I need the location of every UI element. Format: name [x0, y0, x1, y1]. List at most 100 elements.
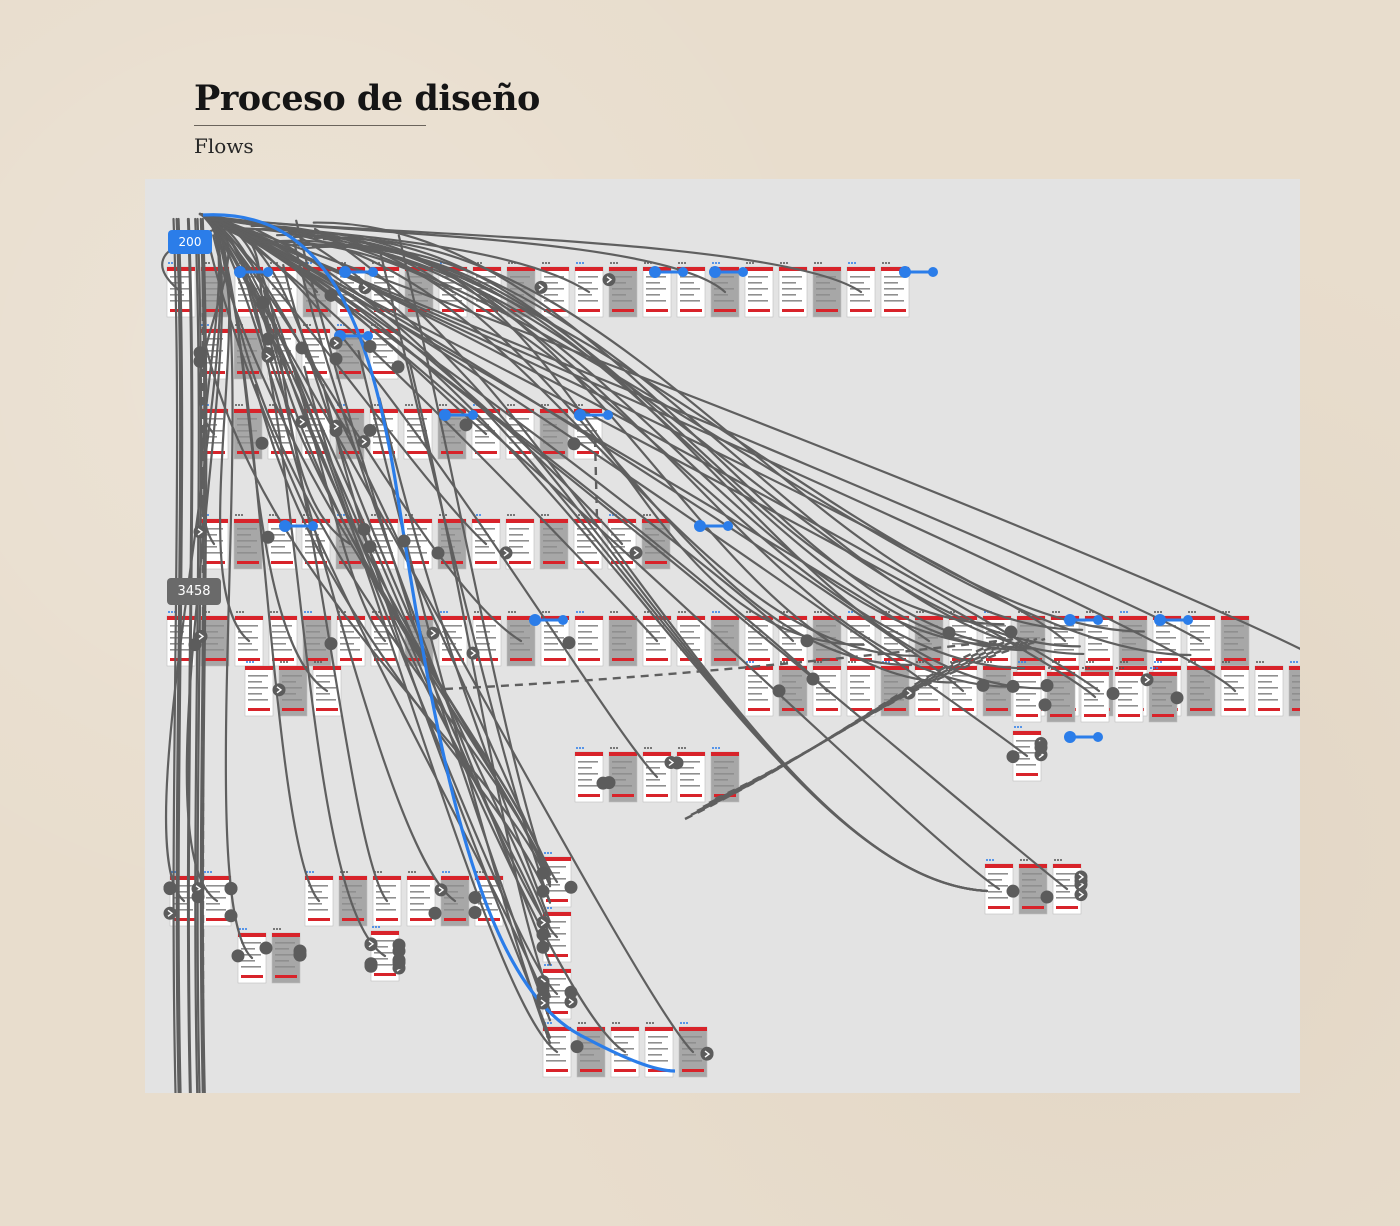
connection-node — [459, 418, 473, 432]
connection-node — [364, 937, 378, 951]
flow-start-marker — [709, 266, 748, 278]
connection-node — [1006, 884, 1020, 898]
artboards — [166, 262, 1300, 1078]
flow-start-marker — [339, 266, 378, 278]
connectors — [161, 212, 1300, 1093]
connector-line — [198, 212, 659, 643]
connector-line — [244, 278, 552, 876]
connection-node — [536, 940, 550, 954]
connection-node — [602, 273, 616, 287]
flow-start-marker — [529, 614, 568, 626]
screen-thumbnail — [1220, 661, 1250, 717]
connection-node — [1006, 679, 1020, 693]
connector-line — [322, 384, 552, 1039]
connection-node — [329, 336, 343, 350]
connector-line — [209, 248, 552, 1012]
connection-node — [357, 435, 371, 449]
screen-thumbnail — [574, 747, 604, 803]
flow-start-marker — [1064, 614, 1103, 626]
screen-thumbnail — [440, 871, 470, 927]
connection-node — [324, 288, 338, 302]
connection-node — [567, 437, 581, 451]
page-title: Proceso de diseño — [194, 78, 540, 119]
connector-line — [198, 212, 863, 294]
connector-line — [172, 217, 179, 1093]
connector-line — [311, 243, 1085, 656]
connector-line — [251, 228, 1145, 633]
connection-node — [188, 638, 202, 652]
screen-thumbnail — [744, 661, 774, 717]
connector-line — [313, 236, 1043, 690]
connection-node — [261, 530, 275, 544]
connector-line — [198, 212, 559, 1054]
flow-start-marker — [574, 409, 613, 421]
connection-node — [602, 776, 616, 790]
connection-node — [295, 415, 309, 429]
screen-thumbnail — [1254, 661, 1284, 717]
connector-line — [295, 219, 552, 1022]
screen-thumbnail — [676, 747, 706, 803]
screen-thumbnail — [574, 262, 604, 318]
flow-start-marker — [279, 520, 318, 532]
connection-node — [468, 905, 482, 919]
connection-node — [536, 884, 550, 898]
connector-line — [198, 212, 695, 1054]
connection-node — [191, 890, 205, 904]
connection-node — [1074, 888, 1088, 902]
flow-start-markers — [234, 266, 1193, 743]
screen-thumbnail — [304, 871, 334, 927]
screen-thumbnail — [1288, 661, 1300, 717]
dashed-connectors — [201, 299, 1046, 1093]
connection-node — [564, 880, 578, 894]
connection-node — [293, 944, 307, 958]
screen-thumbnail — [1220, 611, 1250, 667]
connector-line — [198, 212, 659, 779]
connection-node — [391, 360, 405, 374]
screen-thumbnail — [778, 262, 808, 318]
connection-node — [231, 949, 245, 963]
connection-node — [1040, 679, 1054, 693]
screen-thumbnail — [1046, 667, 1076, 723]
connection-node — [534, 280, 548, 294]
connection-node — [1074, 870, 1088, 884]
screen-thumbnail — [1080, 667, 1110, 723]
screen-thumbnail — [1018, 859, 1048, 915]
connection-node — [434, 883, 448, 897]
screen-thumbnail — [574, 611, 604, 667]
connection-node — [1004, 625, 1018, 639]
screen-thumbnail — [1186, 661, 1216, 717]
flow-start-marker — [439, 409, 478, 421]
screen-thumbnail — [1148, 667, 1178, 723]
connector-line — [292, 239, 552, 966]
screen-thumbnail — [1012, 667, 1042, 723]
highlighted-connector — [202, 213, 676, 1073]
connector-line — [397, 234, 552, 884]
screen-thumbnail — [234, 611, 264, 667]
flow-start-marker — [1064, 731, 1103, 743]
connector-line — [187, 217, 194, 1093]
connection-node — [363, 423, 377, 437]
screen-thumbnail — [644, 1022, 674, 1078]
connection-node — [163, 881, 177, 895]
screen-thumbnail — [710, 611, 740, 667]
zoom-badge: 3458 — [167, 578, 221, 605]
connection-node — [629, 546, 643, 560]
screen-thumbnail — [471, 514, 501, 570]
connection-node — [468, 891, 482, 905]
screen-thumbnail — [744, 262, 774, 318]
connection-node — [163, 906, 177, 920]
flow-canvas[interactable]: 200 3458 — [145, 179, 1300, 1093]
connection-node — [255, 436, 269, 450]
page-header: Proceso de diseño Flows — [194, 78, 614, 158]
connection-node — [499, 546, 513, 560]
screen-thumbnail — [539, 404, 569, 460]
connection-node — [392, 944, 406, 958]
connector-line — [204, 342, 552, 888]
screen-thumbnail — [278, 661, 308, 717]
connection-node — [1106, 686, 1120, 700]
screen-thumbnail — [846, 661, 876, 717]
connector-line — [285, 243, 1012, 688]
connection-node — [664, 756, 678, 770]
screen-thumbnail — [312, 661, 342, 717]
connection-node — [1038, 698, 1052, 712]
